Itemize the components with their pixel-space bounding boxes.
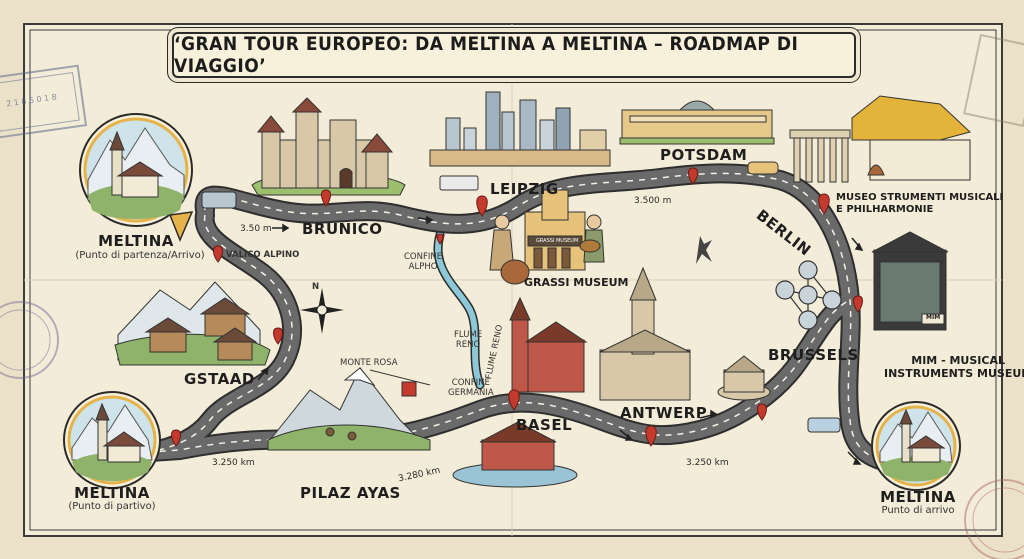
antwerp-label: ANTWERP	[620, 404, 708, 422]
basel-river-castle-illustration	[452, 421, 578, 488]
mim-line-2: INSTRUMENTS MUSEUM	[884, 367, 1024, 380]
van-icon	[201, 191, 237, 209]
postmark-stamp-left	[0, 301, 59, 379]
location-pins	[171, 167, 863, 447]
museo-strumenti-line-2: E PHILHARMONIE	[836, 204, 934, 215]
confine-alpho-line-1: CONFINE	[404, 252, 443, 262]
musicians-illustration	[489, 214, 605, 285]
meltina-bottom-left-note: (Punto di partivo)	[68, 501, 156, 512]
valico-alpino-label: VALICO ALPINO	[226, 250, 300, 260]
brussels-label: BRUSSELS	[768, 346, 859, 364]
gstaad-chalets-illustration	[114, 281, 271, 366]
museo-strumenti-line-1: MUSEO STRUMENTI MUSICALI	[836, 192, 1004, 203]
meltina-top-label: MELTINA	[98, 232, 174, 250]
pilaz-ayas-label: PILAZ AYAS	[300, 484, 401, 502]
basel-label: BASEL	[516, 416, 573, 434]
atomium-illustration	[775, 260, 842, 330]
distance-label-3: 3.250 km	[212, 458, 255, 468]
meltina-top-illustration	[79, 113, 194, 242]
meltina-top-note: (Punto di partenza/Arrivo)	[75, 250, 205, 261]
confine-alpho-line-2: ALPHO	[408, 262, 438, 272]
mim-line-1: MIM - MUSICAL	[911, 354, 1005, 367]
mim-museum-label: MIM - MUSICAL INSTRUMENTS MUSEUM	[884, 354, 1024, 380]
decorative-compass-icon	[696, 236, 712, 264]
compass-n-label: N	[312, 282, 320, 292]
compass-rose-icon	[300, 288, 344, 334]
monte-rosa-label: MONTE ROSA	[340, 358, 398, 368]
berlin-landmarks-illustration	[789, 95, 972, 183]
meltina-end-note: Punto di arrivo	[881, 505, 955, 516]
confine-germania-label: CONFINE GERMANIA	[448, 378, 494, 398]
mim-museum-illustration	[871, 231, 949, 331]
grassi-museum-sign: GRASSI MUSEUM	[536, 238, 579, 244]
car-icon	[747, 161, 779, 175]
fiume-reno-label-a: FLUME RENO	[454, 330, 482, 350]
gazebo-illustration	[717, 355, 771, 401]
basel-cathedral-illustration	[509, 296, 588, 393]
distance-label-5: 3.250 km	[686, 458, 729, 468]
postmark-stamp-top-right	[963, 33, 1024, 127]
direction-arrows	[257, 215, 864, 465]
postmark-stamp-top-left	[0, 64, 88, 140]
fiume-reno-a-line-2: RENO	[455, 340, 481, 350]
antwerp-cathedral-illustration	[599, 266, 691, 401]
postmark-stamp-bottom-right	[964, 479, 1024, 559]
brunico-castle-illustration	[251, 97, 406, 196]
leipzig-label: LEIPZIG	[490, 180, 559, 198]
meltina-bottom-left-illustration	[63, 391, 161, 489]
meltina-end-illustration	[871, 401, 961, 491]
map-title-banner: ‘GRAN TOUR EUROPEO: DA MELTINA A MELTINA…	[172, 32, 856, 78]
mim-sign: MIM	[926, 314, 941, 321]
meltina-bottom-left-label: MELTINA	[74, 484, 150, 502]
leipzig-skyline-illustration	[429, 91, 611, 167]
museo-strumenti-label: MUSEO STRUMENTI MUSICALI E PHILHARMONIE	[836, 192, 1003, 216]
confine-alpho-label: CONFINE ALPHO	[404, 252, 442, 272]
monte-rosa-illustration	[267, 367, 431, 451]
grassi-museum-label: GRASSI MUSEUM	[524, 276, 629, 289]
confine-germania-line-2: GERMANIA	[448, 388, 494, 398]
potsdam-palace-illustration	[619, 100, 775, 145]
potsdam-label: POTSDAM	[660, 146, 748, 164]
distance-label-1: 3.50 m	[240, 224, 272, 234]
fiume-reno-a-line-1: FLUME	[454, 330, 483, 340]
brunico-label: BRUNICO	[302, 220, 383, 238]
gstaad-label: GSTAAD	[184, 370, 255, 388]
truck-icon	[439, 175, 479, 191]
bus-icon	[807, 417, 841, 433]
map-title: ‘GRAN TOUR EUROPEO: DA MELTINA A MELTINA…	[174, 33, 799, 77]
distance-label-2: 3.500 m	[634, 196, 672, 206]
meltina-end-label: MELTINA	[880, 488, 956, 506]
confine-germania-line-1: CONFINE	[451, 378, 490, 388]
